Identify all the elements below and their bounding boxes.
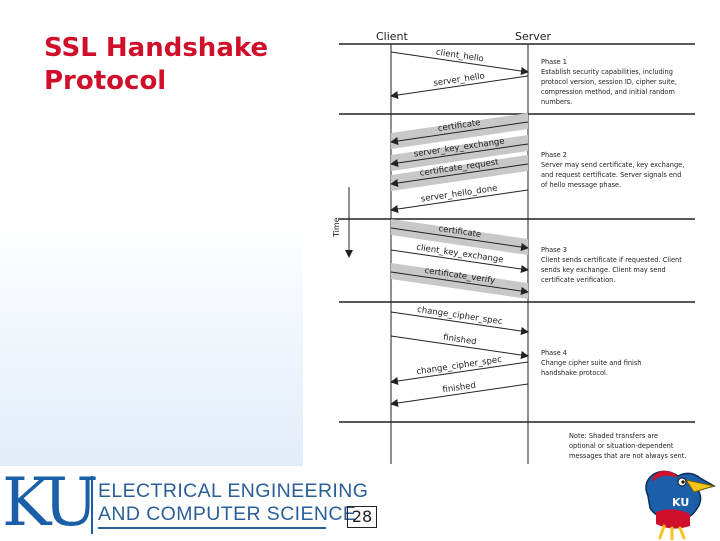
phase-text-line: Server may send certificate, key exchang… [541, 161, 684, 169]
note: Note: Shaded transfers are optional or si… [569, 432, 686, 460]
phase-1-description: Phase 1 Establish security capabilities, … [541, 58, 677, 106]
title-line-2: Protocol [44, 66, 167, 96]
note-line: optional or situation-dependent [569, 442, 674, 450]
department-line-1: ELECTRICAL ENGINEERING [98, 480, 369, 502]
time-axis-label: Time [332, 217, 341, 238]
message-label: server_hello_done [420, 183, 498, 204]
logo-divider [91, 476, 93, 534]
client-label: Client [376, 30, 409, 43]
phase-2-description: Phase 2 Server may send certificate, key … [541, 151, 684, 189]
message-12: change_cipher_spec [390, 355, 529, 385]
slide-title: SSL Handshake Protocol [44, 32, 268, 98]
message-arrow [390, 271, 529, 295]
message-label: change_cipher_spec [416, 305, 503, 327]
ku-logo: KU [2, 464, 99, 541]
message-arrow [390, 121, 529, 145]
message-1: client_hello [390, 48, 529, 75]
page-number: 28 [347, 506, 377, 528]
message-arrow [390, 189, 529, 213]
phase-text-line: Establish security capabilities, includi… [541, 68, 673, 76]
svg-text:KU: KU [672, 496, 689, 509]
message-3: certificate [390, 113, 529, 149]
message-label: change_cipher_spec [416, 355, 503, 377]
phase-3-description: Phase 3 Client sends certificate if reque… [541, 246, 682, 284]
message-arrow [390, 143, 529, 167]
message-arrow [390, 361, 529, 385]
jayhawk-mascot-icon: KU [645, 470, 716, 540]
message-9: certificate_verify [390, 263, 529, 299]
note-line: Note: Shaded transfers are [569, 432, 658, 440]
phase-text-line: protocol version, session ID, cipher sui… [541, 78, 677, 86]
message-2: server_hello [390, 71, 529, 99]
phase-text-line: and request certificate. Server signals … [541, 171, 681, 179]
message-shading [391, 219, 528, 255]
phase-text-line: sends key exchange. Client may send [541, 266, 666, 274]
phase-text-line: numbers. [541, 98, 572, 106]
note-line: messages that are not always sent. [569, 452, 686, 460]
message-shading [391, 155, 528, 191]
phase-heading: Phase 1 [541, 58, 567, 66]
message-arrow [390, 163, 529, 187]
department-line-2: AND COMPUTER SCIENCE [98, 503, 357, 525]
phase-heading: Phase 4 [541, 349, 567, 357]
phase-heading: Phase 2 [541, 151, 567, 159]
message-arrow [390, 51, 529, 75]
server-label: Server [515, 30, 552, 43]
message-arrow [390, 227, 529, 251]
phase-text-line: Change cipher suite and finish [541, 359, 642, 367]
message-arrow [390, 311, 529, 335]
phase-heading: Phase 3 [541, 246, 567, 254]
department-name: ELECTRICAL ENGINEERING AND COMPUTER SCIE… [98, 480, 368, 526]
title-line-1: SSL Handshake [44, 33, 269, 63]
message-arrow [390, 75, 529, 99]
department-underline [98, 527, 326, 529]
message-7: certificate [390, 219, 529, 255]
phase-4-description: Phase 4 Change cipher suite and finish han… [541, 349, 642, 377]
phase-text-line: handshake protocol. [541, 369, 608, 377]
message-label: finished [442, 333, 477, 348]
phase-text-line: certificate verification. [541, 276, 615, 284]
message-arrow [390, 249, 529, 273]
message-arrow [390, 335, 529, 359]
phase-text-line: compression method, and initial random [541, 88, 675, 96]
message-shading [391, 135, 528, 171]
message-label: finished [442, 381, 477, 396]
message-arrow [390, 383, 529, 407]
phase-text-line: Client sends certificate if requested. C… [541, 256, 682, 264]
message-10: change_cipher_spec [390, 305, 529, 335]
phase-text-line: of hello message phase. [541, 181, 621, 189]
message-11: finished [390, 333, 529, 359]
message-shading [391, 113, 528, 149]
message-13: finished [390, 381, 529, 407]
message-shading [391, 263, 528, 299]
